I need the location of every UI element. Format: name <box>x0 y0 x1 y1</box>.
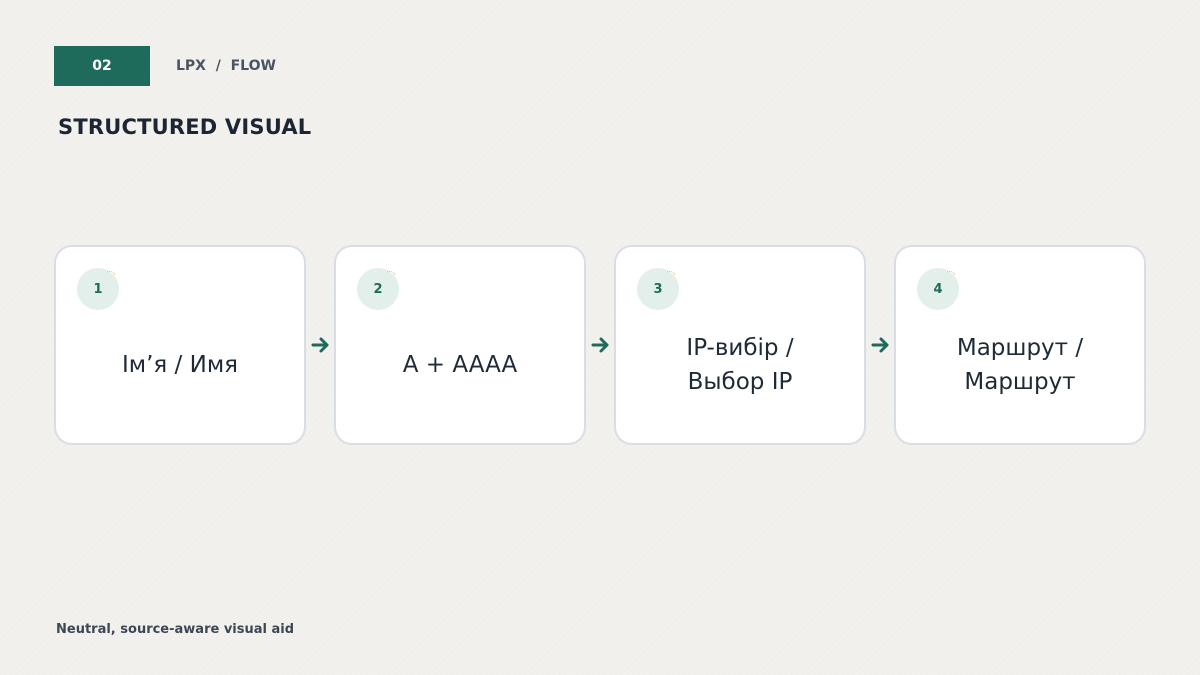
flow-step-card-1: 1 Ім’я / Имя <box>54 245 306 445</box>
flow-step-card-4: 4 Маршрут / Маршрут <box>894 245 1146 445</box>
step-label: Ім’я / Имя <box>121 352 239 378</box>
arrow-right-icon <box>311 337 329 353</box>
arrow-right-icon <box>871 337 889 353</box>
step-number-badge: 3 <box>637 268 679 310</box>
step-label: IP-вибір / Выбор IP <box>686 335 794 395</box>
flow-step-card-3: 3 IP-вибір / Выбор IP <box>614 245 866 445</box>
arrow-right-icon <box>591 337 609 353</box>
step-number-badge: 2 <box>357 268 399 310</box>
footer-note: Neutral, source-aware visual aid <box>56 622 295 637</box>
breadcrumb: LPX / FLOW <box>176 58 276 74</box>
step-label: A + AAAA <box>402 352 518 378</box>
step-number-badge: 1 <box>77 268 119 310</box>
step-label: Маршрут / Маршрут <box>956 335 1084 395</box>
section-number-badge: 02 <box>54 46 150 86</box>
step-number-badge: 4 <box>917 268 959 310</box>
flow-step-card-2: 2 A + AAAA <box>334 245 586 445</box>
page-title: STRUCTURED VISUAL <box>58 115 312 139</box>
